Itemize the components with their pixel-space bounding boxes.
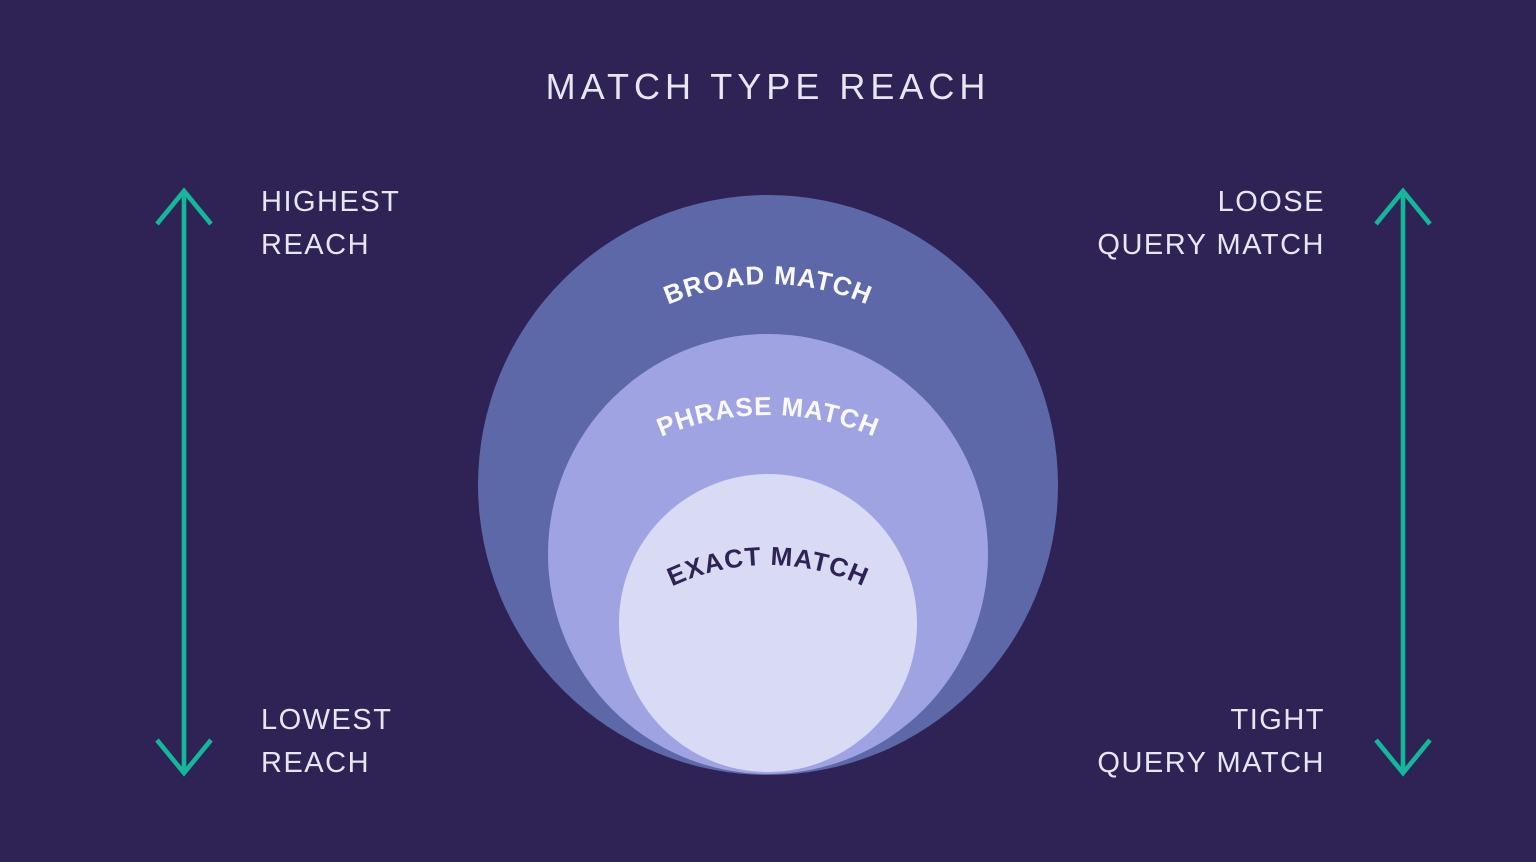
tight-query-line1: TIGHT bbox=[1230, 704, 1325, 736]
exact-match-circle bbox=[619, 474, 917, 772]
reach-arrow-down-head-icon bbox=[155, 738, 213, 777]
lowest-reach-line1: LOWEST bbox=[261, 704, 393, 736]
query-match-scale-arrow bbox=[1374, 187, 1432, 777]
reach-scale-arrow bbox=[155, 187, 213, 777]
query-arrow-down-head-icon bbox=[1374, 738, 1432, 777]
loose-query-line1: LOOSE bbox=[1217, 186, 1325, 218]
highest-reach-label: HIGHEST REACH bbox=[261, 181, 400, 267]
lowest-reach-label: LOWEST REACH bbox=[261, 699, 392, 785]
loose-query-line2: QUERY MATCH bbox=[1097, 229, 1325, 261]
lowest-reach-line2: REACH bbox=[261, 747, 371, 779]
loose-query-match-label: LOOSE QUERY MATCH bbox=[1097, 181, 1325, 267]
tight-query-line2: QUERY MATCH bbox=[1097, 747, 1325, 779]
tight-query-match-label: TIGHT QUERY MATCH bbox=[1097, 699, 1325, 785]
highest-reach-line1: HIGHEST bbox=[261, 186, 401, 218]
reach-arrow-up-head-icon bbox=[155, 187, 213, 226]
query-arrow-up-head-icon bbox=[1374, 187, 1432, 226]
highest-reach-line2: REACH bbox=[261, 229, 371, 261]
page-title: MATCH TYPE REACH bbox=[545, 66, 991, 107]
